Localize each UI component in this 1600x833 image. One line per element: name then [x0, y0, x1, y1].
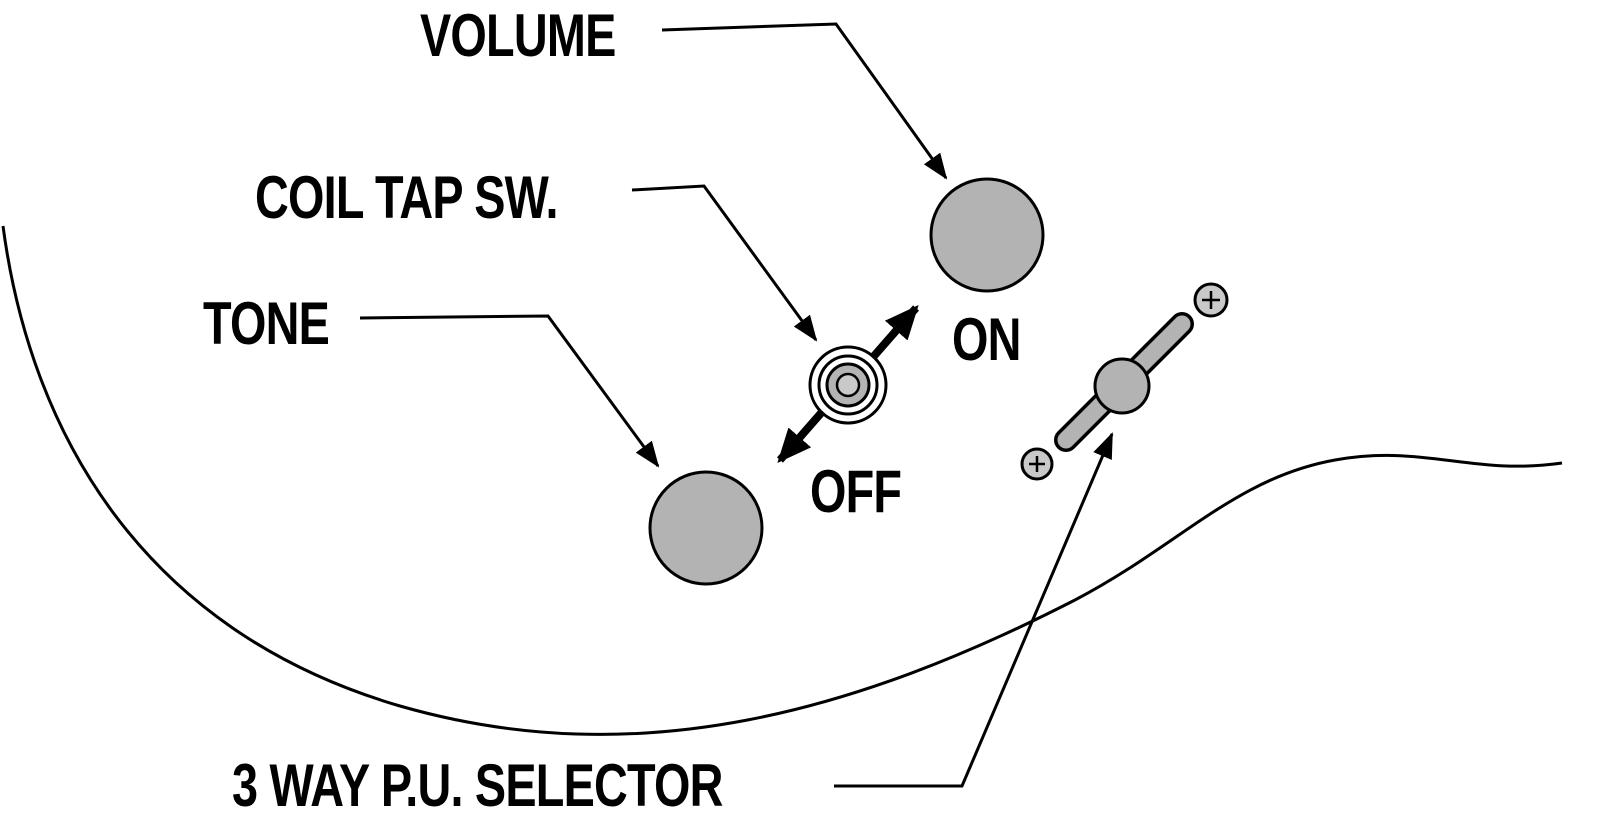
on-label: ON [952, 306, 1021, 373]
coil-tap-label: COIL TAP SW. [255, 164, 558, 231]
selector-hub [1093, 357, 1151, 415]
coil-tap-callout-arrow [631, 184, 818, 342]
pickup-selector [1020, 282, 1229, 481]
coil-tap-on-arrow [870, 304, 920, 359]
tone-callout-arrow [359, 314, 660, 468]
guitar-body-outline [1, 225, 1563, 736]
volume-callout-arrow [661, 22, 948, 180]
selector-screw-top [1193, 282, 1229, 318]
coil-tap-switch [808, 345, 888, 425]
selector-callout-arrow [834, 432, 1114, 788]
coil-tap-off-arrow [776, 409, 826, 464]
tone-label: TONE [203, 290, 330, 357]
selector-label: 3 WAY P.U. SELECTOR [232, 752, 723, 819]
volume-label: VOLUME [420, 2, 616, 69]
volume-knob [929, 177, 1045, 293]
selector-screw-bottom [1020, 447, 1054, 481]
tone-knob [648, 470, 764, 586]
off-label: OFF [810, 458, 902, 525]
